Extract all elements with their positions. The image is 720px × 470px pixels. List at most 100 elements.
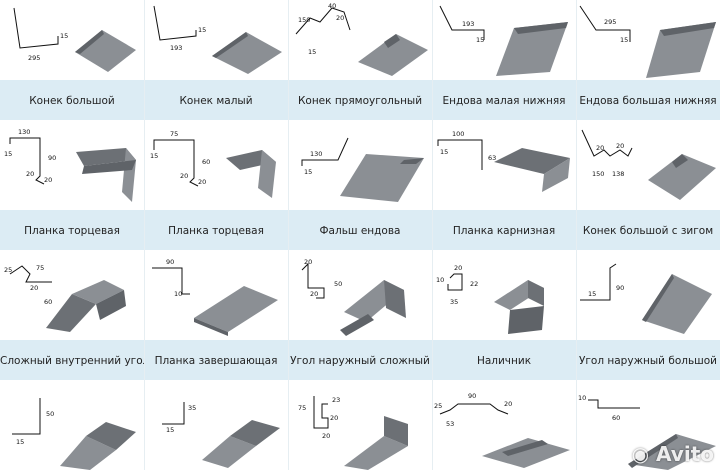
svg-text:15: 15 xyxy=(620,36,628,44)
svg-text:138: 138 xyxy=(612,170,624,178)
product-ugol-naruzhnyy-slozhnyy[interactable]: 20 50 20 Угол наружный сложный xyxy=(288,250,432,380)
product-planka-karniznaya[interactable]: 100 15 63 Планка карнизная xyxy=(432,120,576,250)
svg-text:10: 10 xyxy=(578,394,586,402)
product-row4-5[interactable]: 10 60 xyxy=(576,380,720,470)
product-konek-pryamougolnyy[interactable]: 150 40 20 15 Конек прямоугольный xyxy=(288,0,432,120)
product-konek-bolshoy-zig[interactable]: 20 20 150 138 Конек большой с зигом xyxy=(576,120,720,250)
row1-label-band xyxy=(0,80,720,120)
svg-text:15: 15 xyxy=(60,32,68,40)
svg-text:20: 20 xyxy=(198,178,206,186)
svg-text:193: 193 xyxy=(462,20,474,28)
product-label: Ендова малая нижняя xyxy=(442,95,566,107)
product-label: Планка карнизная xyxy=(452,225,556,237)
drawing-konek-bolshoy: 295 15 xyxy=(13,7,136,72)
product-endova-malaya[interactable]: 193 15 Ендова малая нижняя xyxy=(432,0,576,120)
drawing-falsh-endova: 130 15 xyxy=(301,137,424,202)
svg-text:20: 20 xyxy=(26,170,34,178)
product-label: Конек большой xyxy=(29,95,115,107)
svg-text:50: 50 xyxy=(46,410,54,418)
product-label: Конек малый xyxy=(179,95,253,107)
svg-text:75: 75 xyxy=(298,404,306,412)
avito-logo-icon: ◉ xyxy=(631,442,650,466)
svg-text:60: 60 xyxy=(44,298,52,306)
svg-text:10: 10 xyxy=(436,276,444,284)
svg-text:20: 20 xyxy=(330,414,338,422)
svg-text:20: 20 xyxy=(616,142,624,150)
row2-label-band xyxy=(0,210,720,250)
svg-text:40: 40 xyxy=(328,2,336,10)
svg-text:15: 15 xyxy=(166,426,174,434)
svg-text:20: 20 xyxy=(44,176,52,184)
svg-text:15: 15 xyxy=(440,148,448,156)
product-nalichnik[interactable]: 20 10 22 35 Наличник xyxy=(432,250,576,380)
product-label: Конек большой с зигом xyxy=(582,225,714,237)
drawing-planka-zavershayushchaya: 90 10 xyxy=(152,258,278,336)
svg-text:20: 20 xyxy=(454,264,462,272)
product-label: Угол наружный большой xyxy=(579,355,717,367)
svg-text:100: 100 xyxy=(452,130,464,138)
svg-text:15: 15 xyxy=(4,150,12,158)
svg-text:53: 53 xyxy=(446,420,454,428)
drawing-konek-bolshoy-zig: 20 20 150 138 xyxy=(581,129,716,200)
watermark-text: Avito xyxy=(656,442,714,466)
drawing-planka-torcevaya-2: 75 15 60 20 20 xyxy=(150,130,276,198)
svg-text:20: 20 xyxy=(304,258,312,266)
svg-text:35: 35 xyxy=(450,298,458,306)
svg-text:90: 90 xyxy=(616,284,624,292)
product-planka-torcevaya-2[interactable]: 75 15 60 20 20 Планка торцевая xyxy=(144,120,288,250)
svg-text:150: 150 xyxy=(298,16,310,24)
product-falsh-endova[interactable]: 130 15 Фальш ендова xyxy=(288,120,432,250)
product-label: Конек прямоугольный xyxy=(297,95,423,107)
product-ugol-naruzhnyy-bolshoy[interactable]: 15 90 Угол наружный большой xyxy=(576,250,720,380)
svg-text:20: 20 xyxy=(180,172,188,180)
drawing-ugol-naruzhnyy-bolshoy: 15 90 xyxy=(580,263,712,334)
product-row4-1[interactable]: 50 15 xyxy=(0,380,144,470)
drawing-ugol-naruzhnyy-slozhnyy: 20 50 20 xyxy=(301,258,406,336)
avito-watermark: ◉ Avito xyxy=(632,442,714,466)
product-planka-torcevaya-1[interactable]: 130 15 90 20 20 Планка торцевая xyxy=(0,120,144,250)
svg-text:60: 60 xyxy=(612,414,620,422)
svg-text:15: 15 xyxy=(308,48,316,56)
svg-text:90: 90 xyxy=(166,258,174,266)
svg-text:35: 35 xyxy=(188,404,196,412)
svg-text:15: 15 xyxy=(588,290,596,298)
svg-text:130: 130 xyxy=(18,128,30,136)
product-konek-bolshoy[interactable]: 295 15 Конек большой xyxy=(0,0,144,120)
svg-text:63: 63 xyxy=(488,154,496,162)
svg-text:15: 15 xyxy=(198,26,206,34)
product-label: Планка торцевая xyxy=(168,225,264,237)
product-endova-bolshaya[interactable]: 295 15 Ендова большая нижняя xyxy=(576,0,720,120)
svg-text:20: 20 xyxy=(504,400,512,408)
product-label: Сложный внутренний угол xyxy=(0,355,144,367)
product-label: Наличник xyxy=(476,355,532,367)
drawing-endova-malaya: 193 15 xyxy=(439,5,568,76)
product-row4-2[interactable]: 35 15 xyxy=(144,380,288,470)
drawing-planka-torcevaya-1: 130 15 90 20 20 xyxy=(4,128,136,202)
svg-text:20: 20 xyxy=(596,144,604,152)
svg-text:90: 90 xyxy=(48,154,56,162)
svg-text:130: 130 xyxy=(310,150,322,158)
product-slozhnyy-vnutrenniy-ugol[interactable]: 25 75 20 60 Сложный внутренний угол xyxy=(0,250,144,380)
product-konek-malyy[interactable]: 193 15 Конек малый xyxy=(144,0,288,120)
svg-text:60: 60 xyxy=(202,158,210,166)
product-label: Ендова большая нижняя xyxy=(579,95,717,107)
drawing-row4-1: 50 15 xyxy=(12,398,136,470)
product-row4-4[interactable]: 25 90 20 53 xyxy=(432,380,576,470)
drawing-konek-malyy: 193 15 xyxy=(153,5,282,74)
svg-text:295: 295 xyxy=(28,54,40,62)
svg-text:25: 25 xyxy=(4,266,12,274)
drawing-konek-pryamougolnyy: 150 40 20 15 xyxy=(295,2,428,76)
svg-text:193: 193 xyxy=(170,44,182,52)
svg-text:20: 20 xyxy=(322,432,330,440)
svg-text:23: 23 xyxy=(332,396,340,404)
svg-text:20: 20 xyxy=(310,290,318,298)
svg-text:75: 75 xyxy=(36,264,44,272)
product-row4-3[interactable]: 75 23 20 20 xyxy=(288,380,432,470)
product-planka-zavershayushchaya[interactable]: 90 10 Планка завершающая xyxy=(144,250,288,380)
drawing-endova-bolshaya: 295 15 xyxy=(579,5,716,78)
svg-text:90: 90 xyxy=(468,392,476,400)
svg-text:25: 25 xyxy=(434,402,442,410)
product-label: Планка торцевая xyxy=(24,225,120,237)
drawing-slozhnyy-vnutrenniy-ugol: 25 75 20 60 xyxy=(4,264,126,332)
